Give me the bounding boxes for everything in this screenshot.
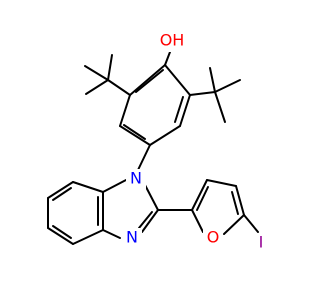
label-n3: N [122,228,142,248]
benzimidazole-benzene-ring [47,181,104,245]
iodine-bond [243,214,259,233]
nitrogen-3-label: N [126,228,138,247]
tert-butyl-left [84,54,131,96]
label-furan-oxygen: O [203,228,223,248]
iodine-label: I [259,233,264,252]
furan-ring [191,179,245,235]
label-n1: N [126,169,146,189]
imidazole-ring [102,179,159,239]
label-iodine: I [254,233,268,253]
molecule-structure: OH N N O I [47,30,268,253]
tert-butyl-right [189,67,241,123]
phenol-ring [119,64,191,146]
molecule-canvas: OH N N O I [47,30,268,253]
nitrogen-1-label: N [130,169,142,188]
label-hydroxyl: OH [158,30,186,52]
furan-oxygen-label: O [207,228,220,247]
aryl-nitrogen-bond [137,144,151,171]
hydroxyl-group [164,51,171,66]
hydroxyl-label: OH [160,31,185,50]
